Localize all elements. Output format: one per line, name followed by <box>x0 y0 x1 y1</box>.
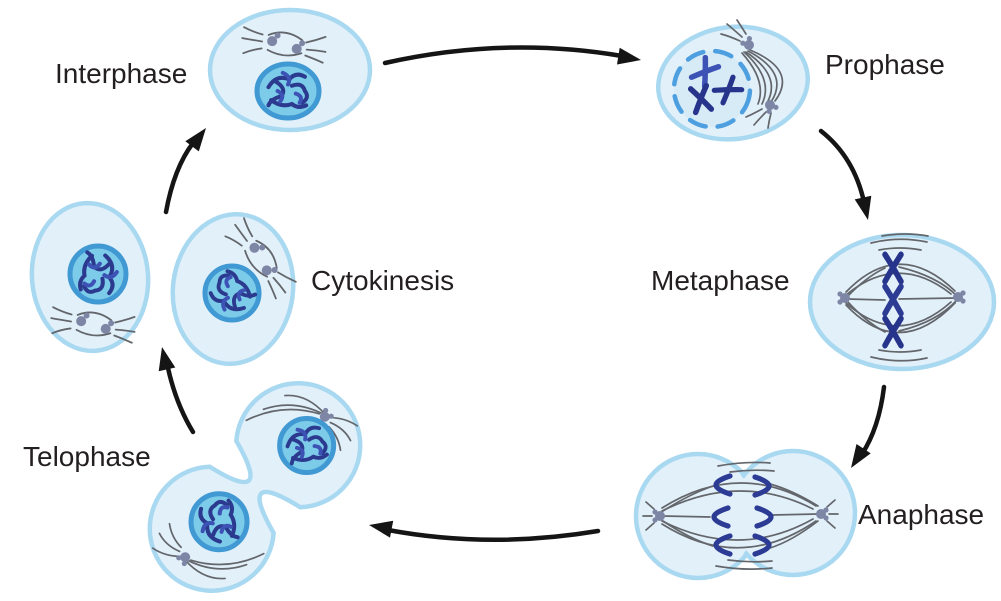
arrow-telophase-to-cytokinesis <box>158 347 196 435</box>
phase-label-metaphase: Metaphase <box>651 265 790 296</box>
arrow-prophase-to-metaphase <box>818 128 872 220</box>
prophase-cell-illustration <box>655 19 811 142</box>
arrow-interphase-to-prophase <box>382 45 641 66</box>
metaphase-spindle-fibers-icon <box>845 233 958 362</box>
phase-label-cytokinesis: Cytokinesis <box>311 265 455 296</box>
arrow-cytokinesis-to-interphase <box>163 128 206 215</box>
phase-label-interphase: Interphase <box>55 58 188 89</box>
anaphase-cell-illustration <box>633 448 858 581</box>
anaphase-spindle-fibers-icon <box>642 461 839 570</box>
prophase-nuclear-envelope-icon <box>671 48 753 130</box>
interphase-cell-illustration <box>207 7 373 133</box>
phase-label-prophase: Prophase <box>825 49 945 80</box>
telophase-cell-illustration <box>147 381 363 593</box>
phase-label-telophase: Telophase <box>23 441 151 472</box>
arrow-metaphase-to-anaphase <box>851 384 887 468</box>
metaphase-cell-illustration <box>807 232 997 372</box>
telophase-aster-fibers-icon <box>151 394 359 580</box>
arrow-anaphase-to-telophase <box>369 520 601 542</box>
prophase-spindle-fibers-icon <box>720 19 784 129</box>
phase-label-anaphase: Anaphase <box>858 499 985 530</box>
cytokinesis-cells-illustration <box>29 200 301 367</box>
